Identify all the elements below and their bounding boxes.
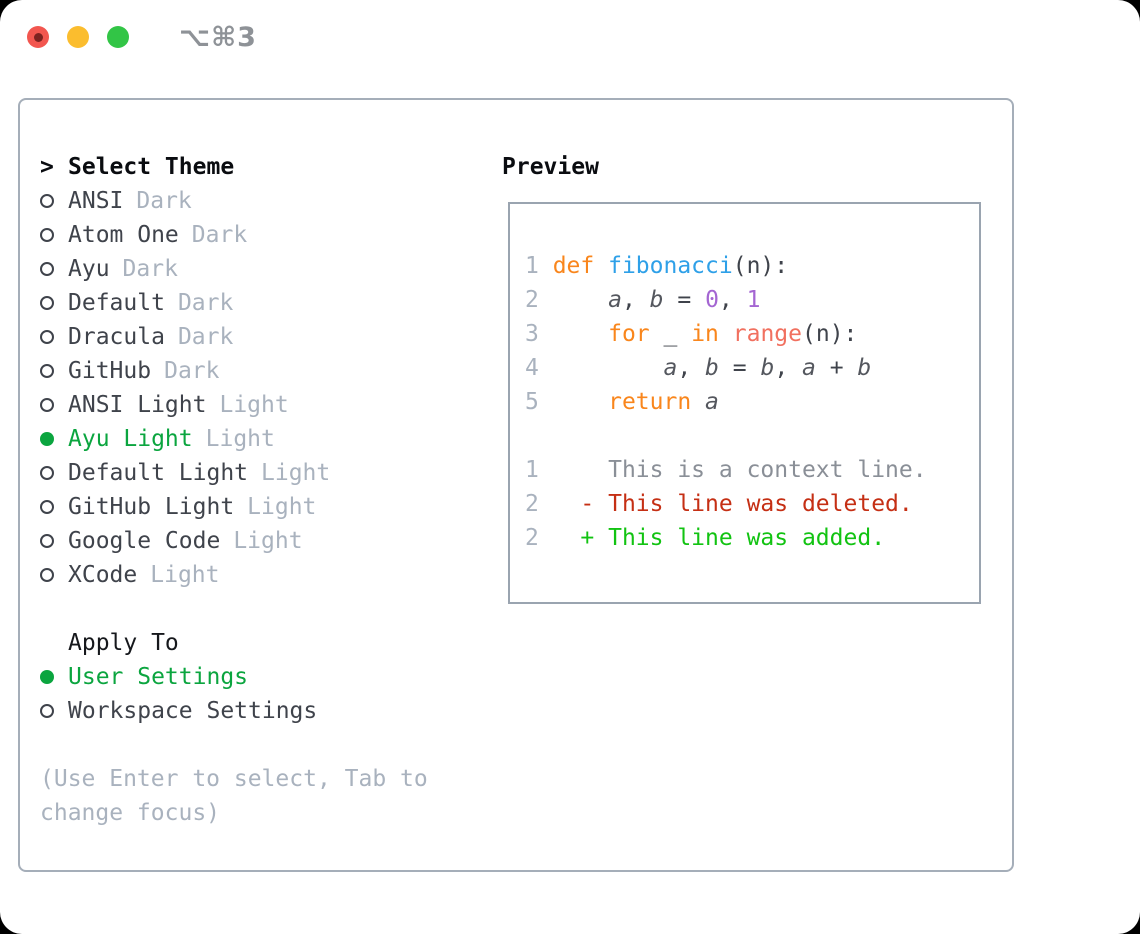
- radio-selected-icon: [40, 670, 54, 684]
- theme-variant-label: Light: [247, 494, 317, 520]
- option-label: Ayu: [68, 256, 110, 282]
- radio-unselected-icon: [40, 228, 54, 242]
- radio-unselected-icon: [40, 194, 54, 208]
- help-text: (Use Enter to select, Tab to change focu…: [40, 766, 428, 826]
- code-line: 2 - This line was deleted.: [525, 491, 913, 517]
- radio-unselected-icon: [40, 500, 54, 514]
- minimize-button[interactable]: [67, 26, 89, 48]
- theme-option[interactable]: ANSI Dark: [40, 184, 460, 218]
- select-theme-title: Select Theme: [68, 154, 235, 180]
- radio-unselected-icon: [40, 568, 54, 582]
- close-button[interactable]: [27, 26, 49, 48]
- radio-unselected-icon: [40, 364, 54, 378]
- titlebar: ⌥⌘3: [0, 0, 1140, 74]
- apply-to-title: Apply To: [68, 630, 179, 656]
- option-label: Default Light: [68, 460, 249, 486]
- radio-selected-icon: [40, 432, 54, 446]
- theme-option[interactable]: GitHub Dark: [40, 354, 460, 388]
- code-line: 3 for _ in range(n):: [525, 321, 858, 347]
- select-theme-header: > Select Theme: [40, 150, 460, 184]
- option-label: Google Code: [68, 528, 221, 554]
- code-line: 2 + This line was added.: [525, 525, 886, 551]
- maximize-button[interactable]: [107, 26, 129, 48]
- theme-option[interactable]: XCode Light: [40, 558, 460, 592]
- theme-variant-label: Light: [219, 392, 289, 418]
- code-line: 1 def fibonacci(n):: [525, 253, 789, 279]
- theme-variant-label: Dark: [177, 324, 234, 350]
- theme-variant-label: Light: [261, 460, 331, 486]
- radio-unselected-icon: [40, 534, 54, 548]
- theme-option[interactable]: Atom One Dark: [40, 218, 460, 252]
- prompt-caret-icon: >: [40, 154, 54, 180]
- unsaved-dot-icon: [33, 32, 43, 42]
- code-line: 2 a, b = 0, 1: [525, 287, 761, 313]
- option-label: GitHub: [68, 358, 152, 384]
- code-line: 1 This is a context line.: [525, 457, 927, 483]
- theme-option[interactable]: Ayu Dark: [40, 252, 460, 286]
- preview-title: Preview: [502, 154, 599, 180]
- theme-variant-label: Dark: [136, 188, 192, 214]
- option-label: GitHub Light: [68, 494, 235, 520]
- theme-variant-label: Dark: [164, 358, 220, 384]
- theme-option[interactable]: GitHub Light Light: [40, 490, 460, 524]
- option-label: Default: [68, 290, 165, 316]
- preview-code: 1 def fibonacci(n): 2 a, b = 0, 1 3 for _ …: [510, 204, 979, 555]
- apply-to-option[interactable]: Workspace Settings: [40, 694, 460, 728]
- theme-option[interactable]: Google Code Light: [40, 524, 460, 558]
- theme-option[interactable]: Default Light Light: [40, 456, 460, 490]
- theme-option[interactable]: ANSI Light Light: [40, 388, 460, 422]
- radio-unselected-icon: [40, 262, 54, 276]
- option-label: ANSI Light: [68, 392, 207, 418]
- theme-variant-label: Light: [205, 426, 275, 452]
- theme-variant-label: Dark: [177, 290, 234, 316]
- option-label: Dracula: [68, 324, 165, 350]
- theme-variant-label: Light: [150, 562, 220, 588]
- radio-unselected-icon: [40, 330, 54, 344]
- option-label: ANSI: [68, 188, 124, 214]
- apply-to-option[interactable]: User Settings: [40, 660, 460, 694]
- radio-unselected-icon: [40, 466, 54, 480]
- code-line: 4 a, b = b, a + b: [525, 355, 872, 381]
- theme-variant-label: Dark: [122, 256, 178, 282]
- radio-unselected-icon: [40, 398, 54, 412]
- option-label: Atom One: [68, 222, 179, 248]
- preview-box: 1 def fibonacci(n): 2 a, b = 0, 1 3 for _ …: [508, 202, 981, 604]
- radio-unselected-icon: [40, 704, 54, 718]
- option-label: Workspace Settings: [68, 698, 318, 724]
- option-label: User Settings: [68, 664, 249, 690]
- apply-to-header: Apply To: [40, 626, 460, 660]
- code-line: 5 return a: [525, 389, 719, 415]
- theme-option[interactable]: Ayu Light Light: [40, 422, 460, 456]
- option-label: Ayu Light: [68, 426, 193, 452]
- theme-option[interactable]: Default Dark: [40, 286, 460, 320]
- theme-variant-label: Light: [233, 528, 303, 554]
- theme-variant-label: Dark: [191, 222, 248, 248]
- radio-unselected-icon: [40, 296, 54, 310]
- window-title: ⌥⌘3: [179, 21, 257, 53]
- option-label: XCode: [68, 562, 138, 588]
- theme-option[interactable]: Dracula Dark: [40, 320, 460, 354]
- code-line: [525, 419, 973, 453]
